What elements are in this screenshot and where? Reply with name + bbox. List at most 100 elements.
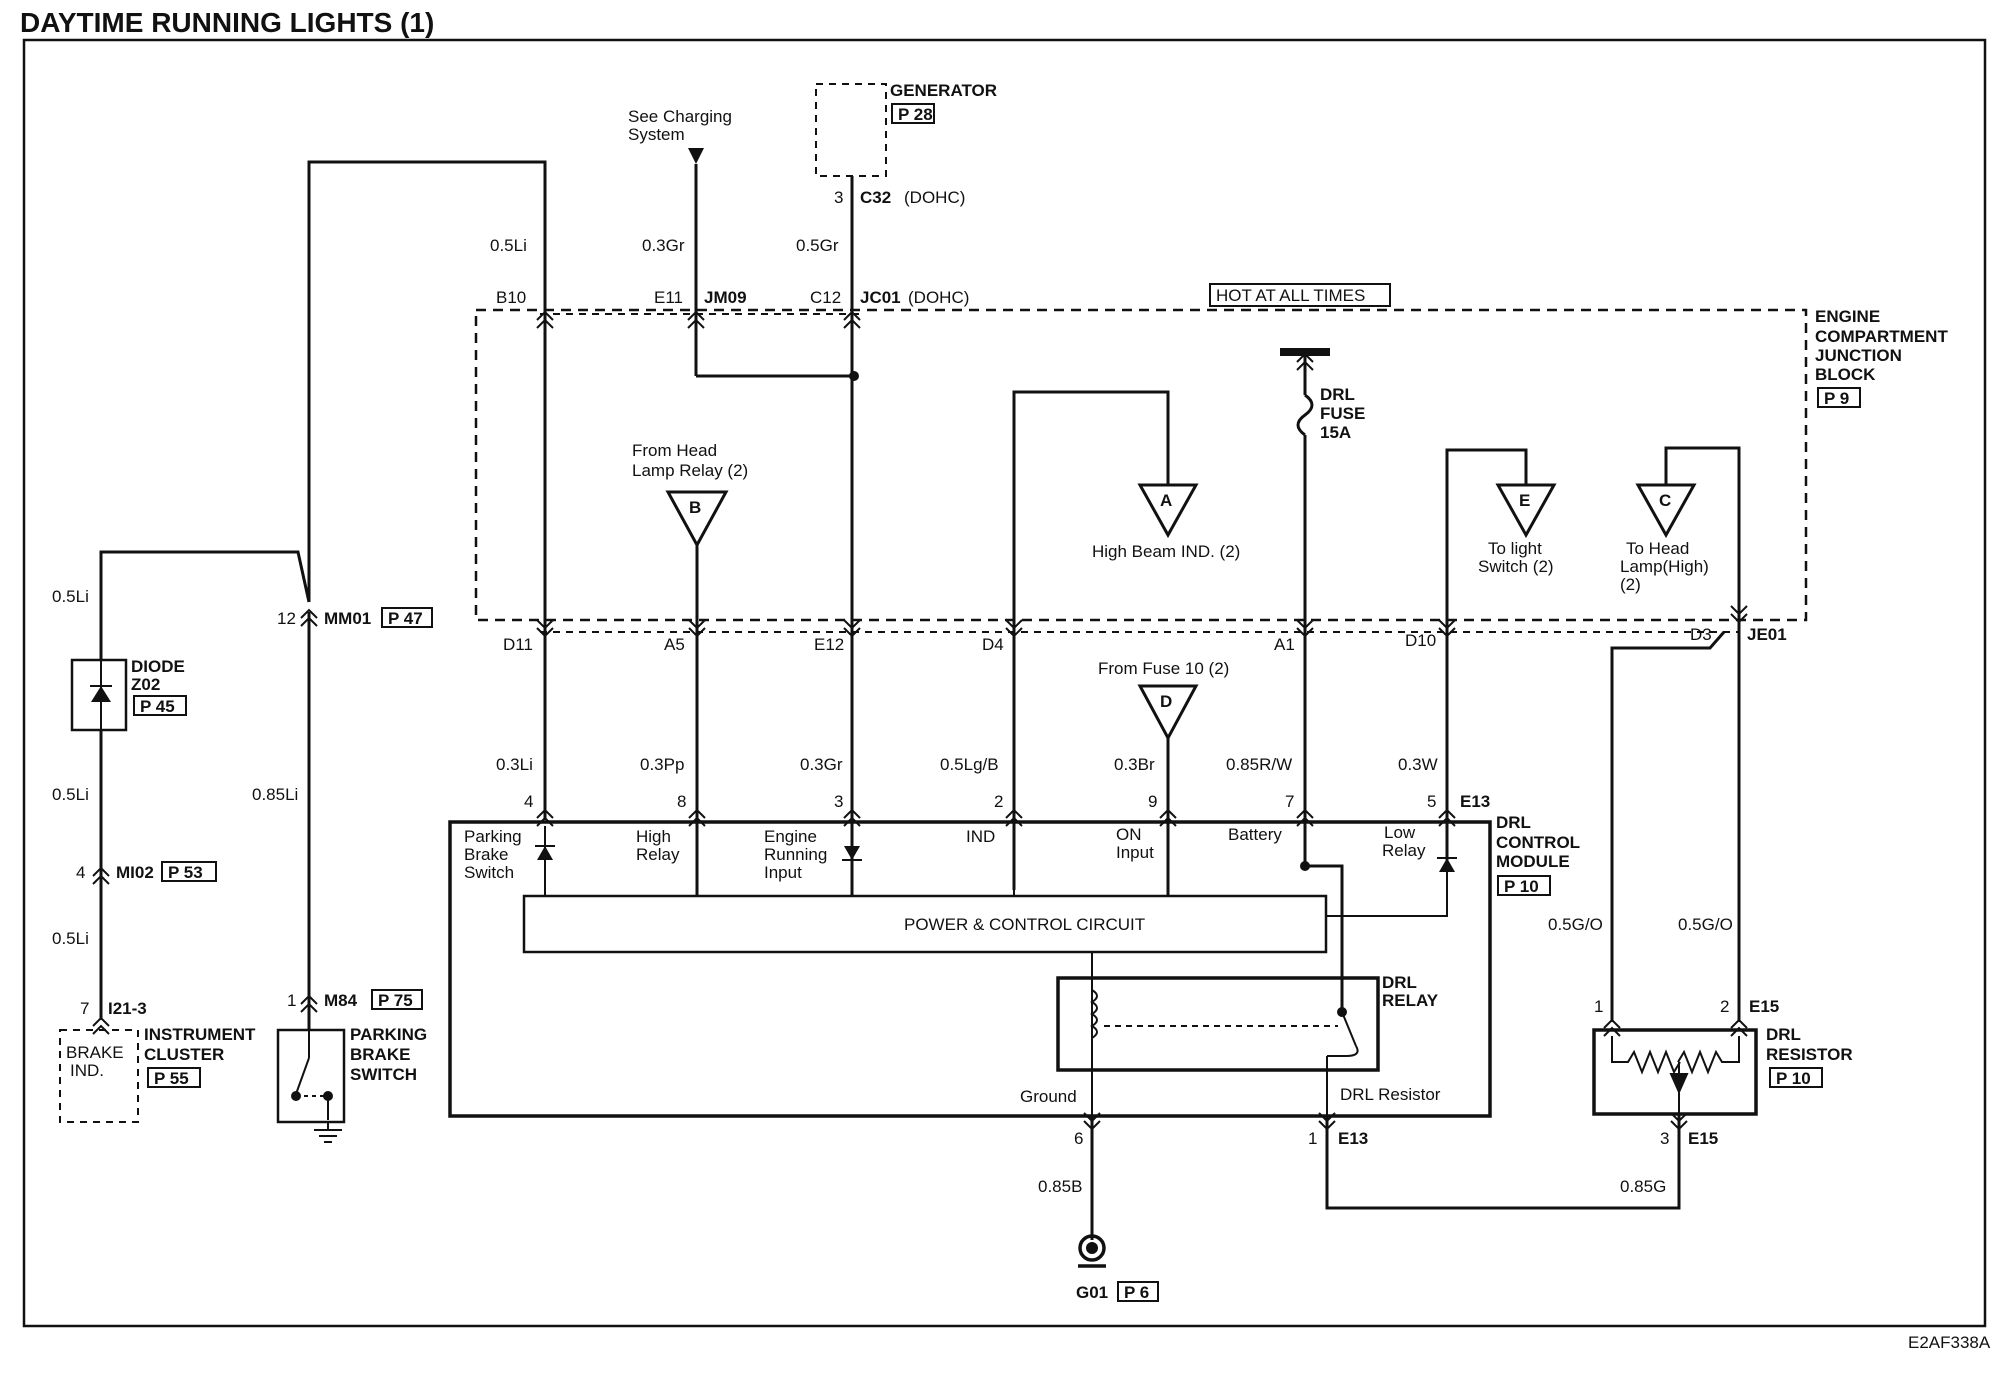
drl-relay-box [1056, 976, 1380, 1072]
module-label-drl-resistor: DRL Resistor [1340, 1085, 1441, 1104]
diode-label: DIODE Z02 P 45 [131, 657, 187, 716]
conn-i21: I21-3 [108, 999, 147, 1018]
g01-ref: P 6 [1124, 1283, 1149, 1302]
conn-d10: D10 [1405, 631, 1436, 650]
mm01-pin: 12 [277, 609, 296, 628]
module-label-engine-running-input: Engine Running Input [764, 827, 827, 882]
wire-label-05go-left: 0.5G/O [1548, 915, 1603, 934]
wire-label-05go-right: 0.5G/O [1678, 915, 1733, 934]
svg-text:BLOCK: BLOCK [1815, 365, 1876, 384]
conn-m84: M84 [324, 991, 358, 1010]
to-light-switch-label: To light Switch (2) [1478, 539, 1554, 576]
conn-d4: D4 [982, 635, 1004, 654]
drl-control-module-label: DRL CONTROL MODULE P 10 [1496, 813, 1580, 896]
mi02-pin: 4 [76, 863, 85, 882]
svg-text:P 10: P 10 [1776, 1069, 1811, 1088]
triangle-e: E [1495, 483, 1557, 539]
drl-fuse-label: DRL FUSE 15A [1320, 385, 1365, 442]
wire-05go-left [1610, 631, 1726, 1022]
instrument-cluster-label: INSTRUMENT CLUSTER P 55 [144, 1025, 256, 1088]
svg-text:RELAY: RELAY [1382, 991, 1439, 1010]
conn-e13: E13 [1460, 792, 1490, 811]
conn-d11: D11 [503, 635, 533, 654]
mm01-ref-box [381, 607, 433, 628]
g01-ground-icon [1078, 1234, 1106, 1268]
drl-control-module-box [448, 820, 1492, 1118]
wire-085g [1325, 1115, 1681, 1210]
conn-jc01-suffix: (DOHC) [908, 288, 969, 307]
svg-text:COMPARTMENT: COMPARTMENT [1815, 327, 1948, 346]
triangle-a: A [1137, 483, 1199, 539]
ground-icon [314, 1122, 342, 1143]
wire-label-05li-left: 0.5Li [52, 587, 89, 606]
svg-text:P 45: P 45 [140, 697, 175, 716]
i21-pin: 7 [80, 999, 89, 1018]
m84-ref: P 75 [378, 991, 413, 1010]
svg-text:D: D [1160, 692, 1172, 711]
conn-a5: A5 [664, 635, 685, 654]
wire-label-085li: 0.85Li [252, 785, 298, 804]
inner-diode-low-relay [1437, 857, 1457, 872]
gen-connector-suffix: (DOHC) [904, 188, 965, 207]
svg-text:From Head: From Head [632, 441, 717, 460]
mi02-ref: P 53 [168, 863, 203, 882]
module-label-ind: IND [966, 827, 995, 846]
junction-block-outline [474, 308, 1808, 622]
wire-label-03gr: 0.3Gr [800, 755, 843, 774]
fuse-bus-bar [1280, 348, 1330, 356]
pin-5: 5 [1427, 792, 1436, 811]
svg-text:IND.: IND. [70, 1061, 104, 1080]
module-label-ground: Ground [1020, 1087, 1077, 1106]
wire-label-03w: 0.3W [1398, 755, 1438, 774]
pin-4: 4 [524, 792, 533, 811]
wire-05li-top [307, 160, 547, 602]
connector-chevrons [92, 310, 1748, 1131]
svg-text:P 28: P 28 [898, 105, 933, 124]
pin-3: 3 [834, 792, 843, 811]
drl-resistor-label: DRL RESISTOR P 10 [1766, 1025, 1853, 1088]
diagram-frame [22, 38, 1987, 1328]
relay-coil-icon [1090, 989, 1098, 1039]
generator-label: GENERATOR P 28 [890, 81, 997, 124]
pin-1: 1 [1308, 1129, 1317, 1148]
g01-ref-box [1117, 1281, 1159, 1302]
to-head-lamp-high-label: To Head Lamp(High) (2) [1620, 539, 1709, 594]
wire-label-085b: 0.85B [1038, 1177, 1082, 1196]
hot-at-all-times: HOT AT ALL TIMES [1216, 286, 1365, 305]
conn-jc01: JC01 [860, 288, 901, 307]
svg-text:ENGINE: ENGINE [1815, 307, 1880, 326]
svg-text:Relay: Relay [1382, 841, 1426, 860]
resistor-pin-1: 1 [1594, 997, 1603, 1016]
svg-text:DRL: DRL [1320, 385, 1355, 404]
resistor-pin-2: 2 [1720, 997, 1729, 1016]
svg-text:Relay: Relay [636, 845, 680, 864]
see-charging-system-label: See Charging System [628, 107, 732, 144]
svg-text:System: System [628, 125, 685, 144]
resistor-pin-3: 3 [1660, 1129, 1669, 1148]
mm01-ref: P 47 [388, 609, 423, 628]
svg-text:JUNCTION: JUNCTION [1815, 346, 1902, 365]
svg-text:P 10: P 10 [1504, 877, 1539, 896]
generator-box [815, 83, 887, 177]
pin-6: 6 [1074, 1129, 1083, 1148]
svg-text:High: High [636, 827, 671, 846]
svg-text:To light: To light [1488, 539, 1542, 558]
svg-text:BRAKE: BRAKE [350, 1045, 410, 1064]
charging-arrow-icon [688, 148, 704, 164]
conn-d3: D3 [1690, 625, 1712, 644]
conn-b10: B10 [496, 288, 526, 307]
parking-brake-switch-label: PARKING BRAKE SWITCH [350, 1025, 427, 1084]
module-label-parking-brake-switch: Parking Brake Switch [464, 827, 522, 882]
svg-text:E: E [1519, 491, 1530, 510]
svg-text:GENERATOR: GENERATOR [890, 81, 997, 100]
parking-brake-switch-icon [291, 1030, 333, 1120]
svg-text:CLUSTER: CLUSTER [144, 1045, 224, 1064]
wire-label-03li: 0.3Li [496, 755, 533, 774]
wire-label-05li-low: 0.5Li [52, 929, 89, 948]
diode-box [70, 658, 128, 732]
gen-pin: 3 [834, 188, 843, 207]
conn-e15-bottom: E15 [1688, 1129, 1718, 1148]
conn-a1: A1 [1274, 635, 1295, 654]
svg-text:ON: ON [1116, 825, 1142, 844]
conn-g01: G01 [1076, 1283, 1108, 1302]
